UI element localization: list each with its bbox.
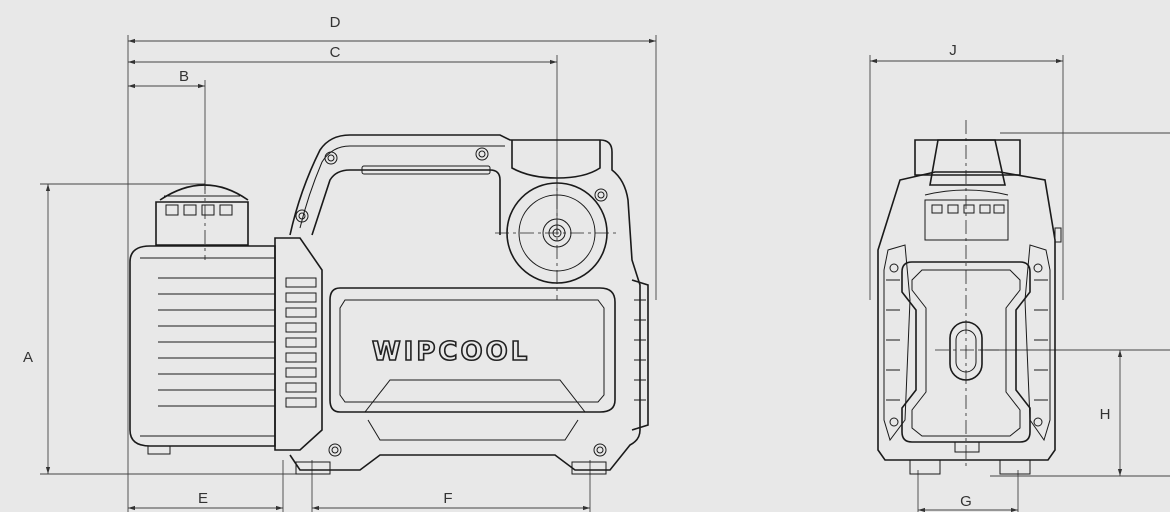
dim-label-h: H [1100, 406, 1111, 423]
dim-label-c: C [330, 44, 341, 61]
dimension-lines-side [40, 35, 657, 512]
pump-front-view [869, 55, 1170, 512]
dim-label-e: E [198, 490, 208, 507]
dim-label-g: G [960, 493, 972, 510]
dimension-labels: D C B A E F J H G [23, 14, 1110, 510]
vent-grille [285, 277, 317, 408]
dim-label-d: D [330, 14, 341, 31]
brand-logo: WIPCOOL [372, 337, 530, 367]
dim-label-j: J [949, 42, 957, 59]
motor-cooling-fins [158, 277, 275, 407]
dim-label-b: B [179, 68, 189, 85]
pump-side-view: WIPCOOL [129, 134, 649, 475]
dim-label-f: F [443, 490, 452, 507]
dim-label-a: A [23, 349, 33, 366]
